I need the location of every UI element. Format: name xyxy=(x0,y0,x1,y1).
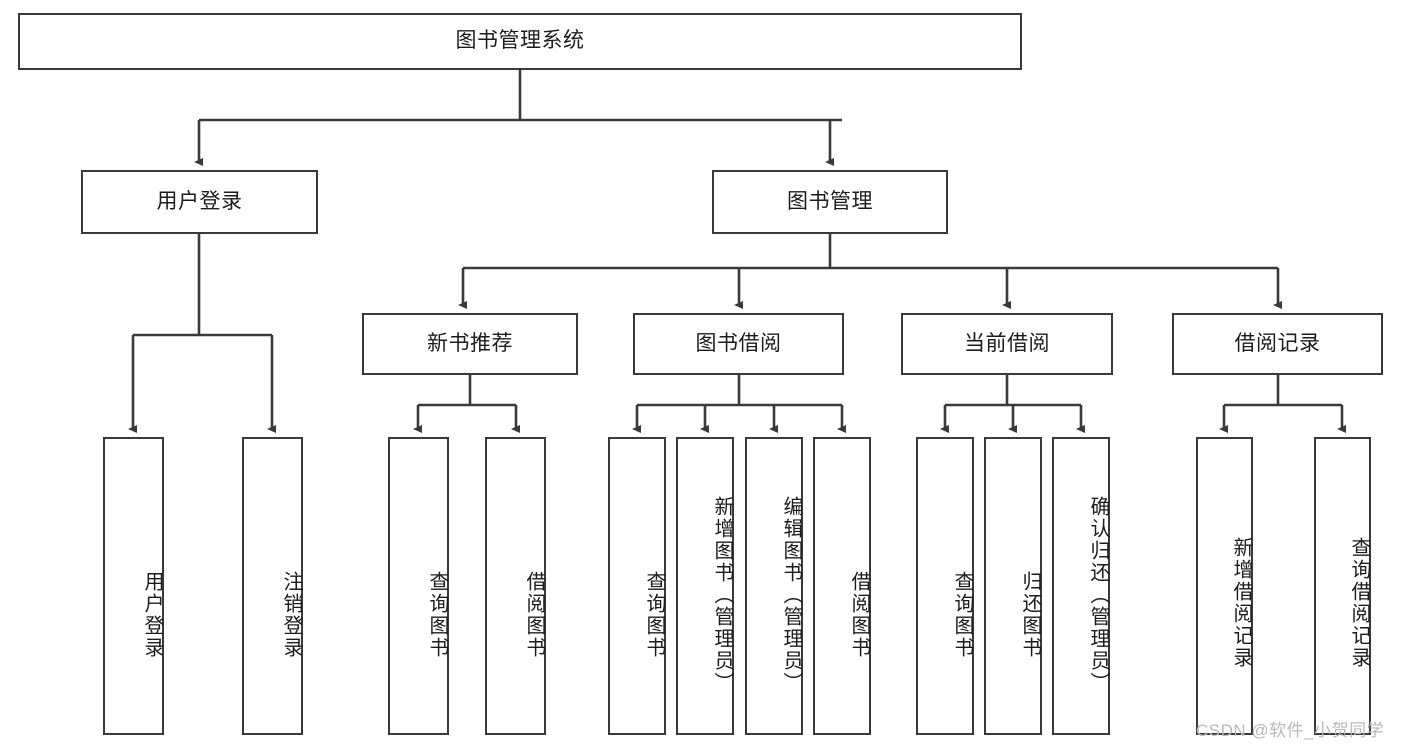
leaf-query-book-current[interactable]: 查询图书 xyxy=(916,437,974,735)
node-borrow-record[interactable]: 借阅记录 xyxy=(1172,313,1383,375)
node-user-login[interactable]: 用户登录 xyxy=(81,170,318,234)
leaf-confirm-return-admin[interactable]: 确认归还（管理员） xyxy=(1052,437,1110,735)
node-book-manage[interactable]: 图书管理 xyxy=(712,170,948,234)
leaf-query-book-borrow[interactable]: 查询图书 xyxy=(608,437,666,735)
leaf-edit-book-admin[interactable]: 编辑图书（管理员） xyxy=(745,437,803,735)
leaf-borrow-book-borrow[interactable]: 借阅图书 xyxy=(813,437,871,735)
leaf-return-book[interactable]: 归还图书 xyxy=(984,437,1042,735)
leaf-add-book-admin[interactable]: 新增图书（管理员） xyxy=(676,437,734,735)
leaf-add-borrow-record[interactable]: 新增借阅记录 xyxy=(1196,437,1253,735)
node-current-borrow[interactable]: 当前借阅 xyxy=(901,313,1113,375)
node-root[interactable]: 图书管理系统 xyxy=(18,13,1022,70)
leaf-query-borrow-record[interactable]: 查询借阅记录 xyxy=(1314,437,1371,735)
leaf-borrow-book-recommend[interactable]: 借阅图书 xyxy=(485,437,546,735)
leaf-user-logout[interactable]: 注销登录 xyxy=(242,437,303,735)
leaf-query-book-recommend[interactable]: 查询图书 xyxy=(388,437,449,735)
node-book-borrow[interactable]: 图书借阅 xyxy=(633,313,844,375)
node-new-book-recommend[interactable]: 新书推荐 xyxy=(362,313,578,375)
csdn-watermark: CSDN @软件_小贺同学 xyxy=(1196,721,1385,740)
leaf-user-login[interactable]: 用户登录 xyxy=(103,437,164,735)
